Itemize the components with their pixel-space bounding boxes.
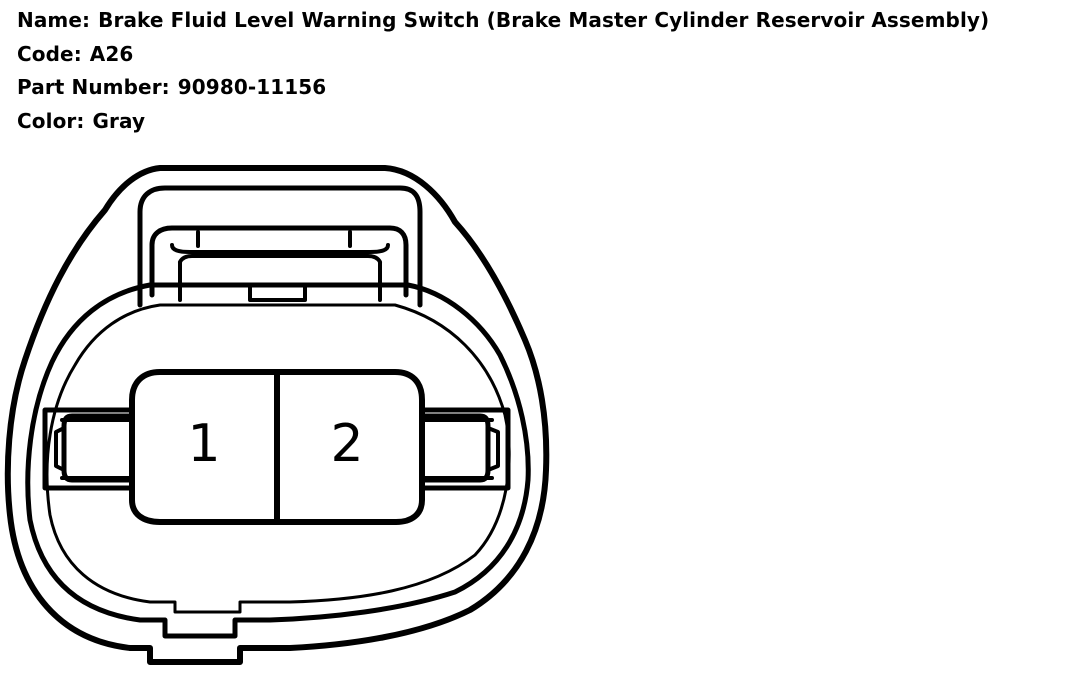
color-value: Gray	[92, 108, 146, 133]
latch-tab	[248, 283, 307, 302]
latch-inner-bar	[178, 254, 382, 302]
pin-2-label: 2	[330, 414, 363, 474]
connector-face-svg: 1 2	[4, 165, 550, 665]
part-number-value: 90980-11156	[177, 75, 327, 99]
name-label: Name:	[17, 8, 91, 32]
part-info-block: Name: Brake Fluid Level Warning Switch (B…	[17, 4, 989, 138]
name-value: Brake Fluid Level Warning Switch (Brake …	[98, 8, 990, 32]
left-rail	[42, 407, 143, 491]
housing-inner-outline	[25, 282, 531, 639]
pin-1-label: 1	[187, 414, 220, 474]
left-rail-inner	[60, 418, 142, 480]
latch-bar	[170, 243, 390, 254]
color-label: Color:	[17, 108, 85, 133]
latch-outer	[137, 185, 423, 308]
code-label: Code:	[17, 41, 82, 66]
right-rail	[407, 407, 511, 491]
code-value: A26	[89, 41, 134, 66]
color-row: Color: Gray	[17, 105, 989, 139]
right-lock	[412, 413, 491, 483]
code-row: Code: A26	[17, 38, 989, 72]
left-lock	[61, 413, 138, 483]
name-row: Name: Brake Fluid Level Warning Switch (B…	[17, 4, 989, 38]
part-number-row: Part Number: 90980-11156	[17, 71, 989, 105]
connector-diagram: 1 2	[0, 150, 560, 680]
right-lock-notch	[486, 426, 500, 472]
latch-inner	[149, 225, 409, 298]
seal-rim	[45, 303, 511, 614]
housing-outer-outline	[4, 165, 550, 665]
left-lock-notch	[54, 426, 66, 472]
part-number-label: Part Number:	[17, 75, 170, 99]
